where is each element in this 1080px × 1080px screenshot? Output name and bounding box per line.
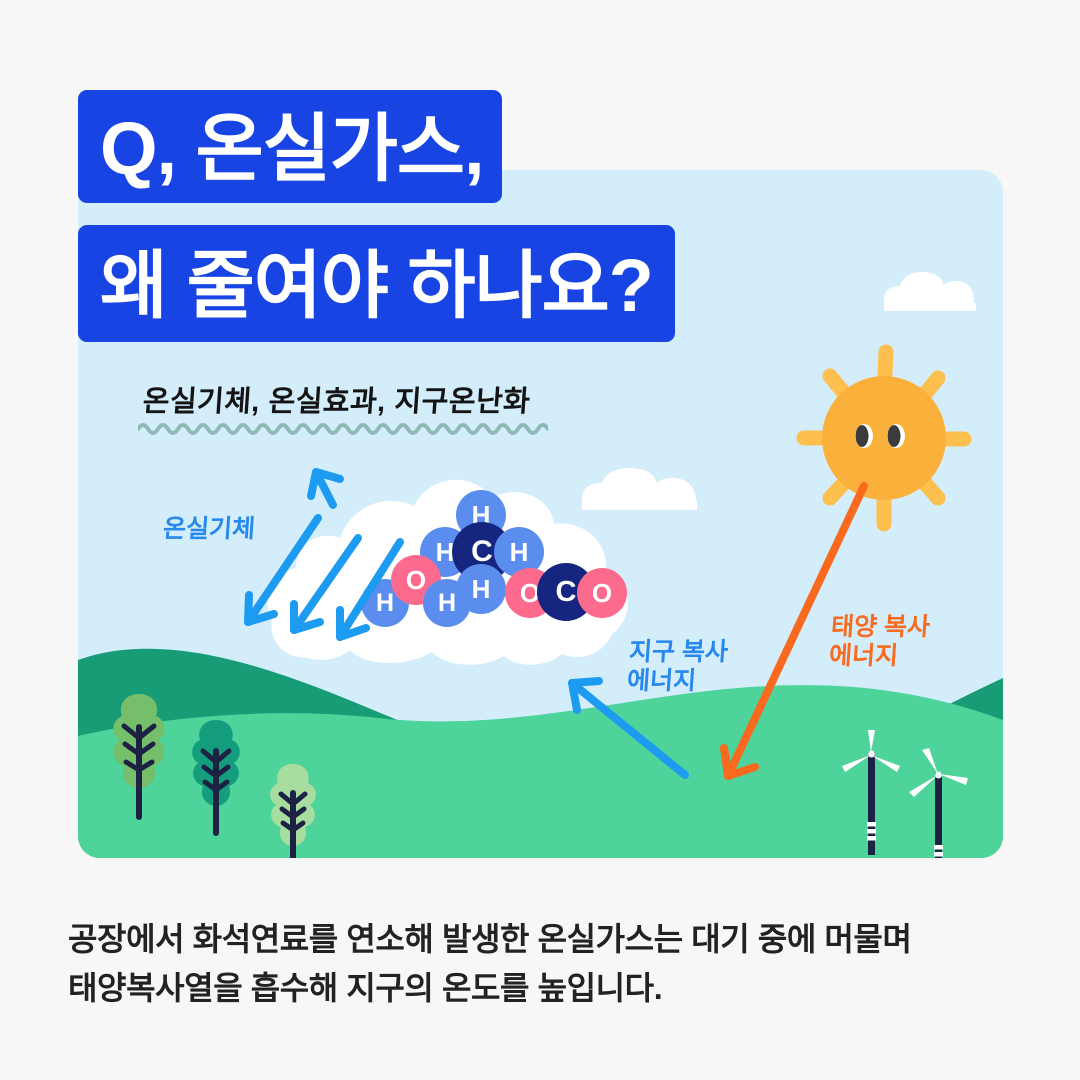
label-greenhouse-gas: 온실기체	[162, 515, 257, 543]
tree-3	[270, 764, 316, 858]
title-banner-line1: Q, 온실가스,	[78, 90, 502, 203]
title-line1-text: Q, 온실가스,	[100, 107, 485, 190]
arrow-layer	[244, 468, 868, 780]
caption-block: 공장에서 화석연료를 연소해 발생한 온실가스는 대기 중에 머물며 태양복사열…	[68, 915, 1028, 1012]
background-cloud-right	[884, 272, 976, 311]
wind-turbine-1	[842, 730, 900, 855]
wind-turbine-2	[909, 748, 968, 858]
subtitle-wavy-underline	[138, 423, 548, 435]
subtitle-block: 온실기체, 온실효과, 지구온난화	[138, 378, 563, 435]
molecule-layer: H H C H H H O H O C O	[78, 170, 1003, 858]
tree-2	[192, 720, 240, 836]
atom-water-h-right: H	[423, 579, 471, 627]
caption-line-1: 공장에서 화석연료를 연소해 발생한 온실가스는 대기 중에 머물며	[68, 921, 912, 957]
subtitle-text: 온실기체, 온실효과, 지구온난화	[141, 386, 532, 418]
label-earth-radiation: 지구 복사 에너지	[626, 638, 729, 695]
label-solar-radiation: 태양 복사 에너지	[828, 613, 931, 670]
tree-1	[113, 694, 165, 820]
title-banner-line2: 왜 줄여야 하나요?	[78, 225, 675, 342]
sun-icon	[796, 344, 972, 532]
caption-line-2: 태양복사열을 흡수해 지구의 온도를 높입니다.	[68, 969, 663, 1006]
title-line2-text: 왜 줄여야 하나요?	[100, 244, 654, 327]
background-cloud-middle	[582, 468, 697, 510]
atom-co2-oxygen-right: O	[577, 568, 627, 618]
